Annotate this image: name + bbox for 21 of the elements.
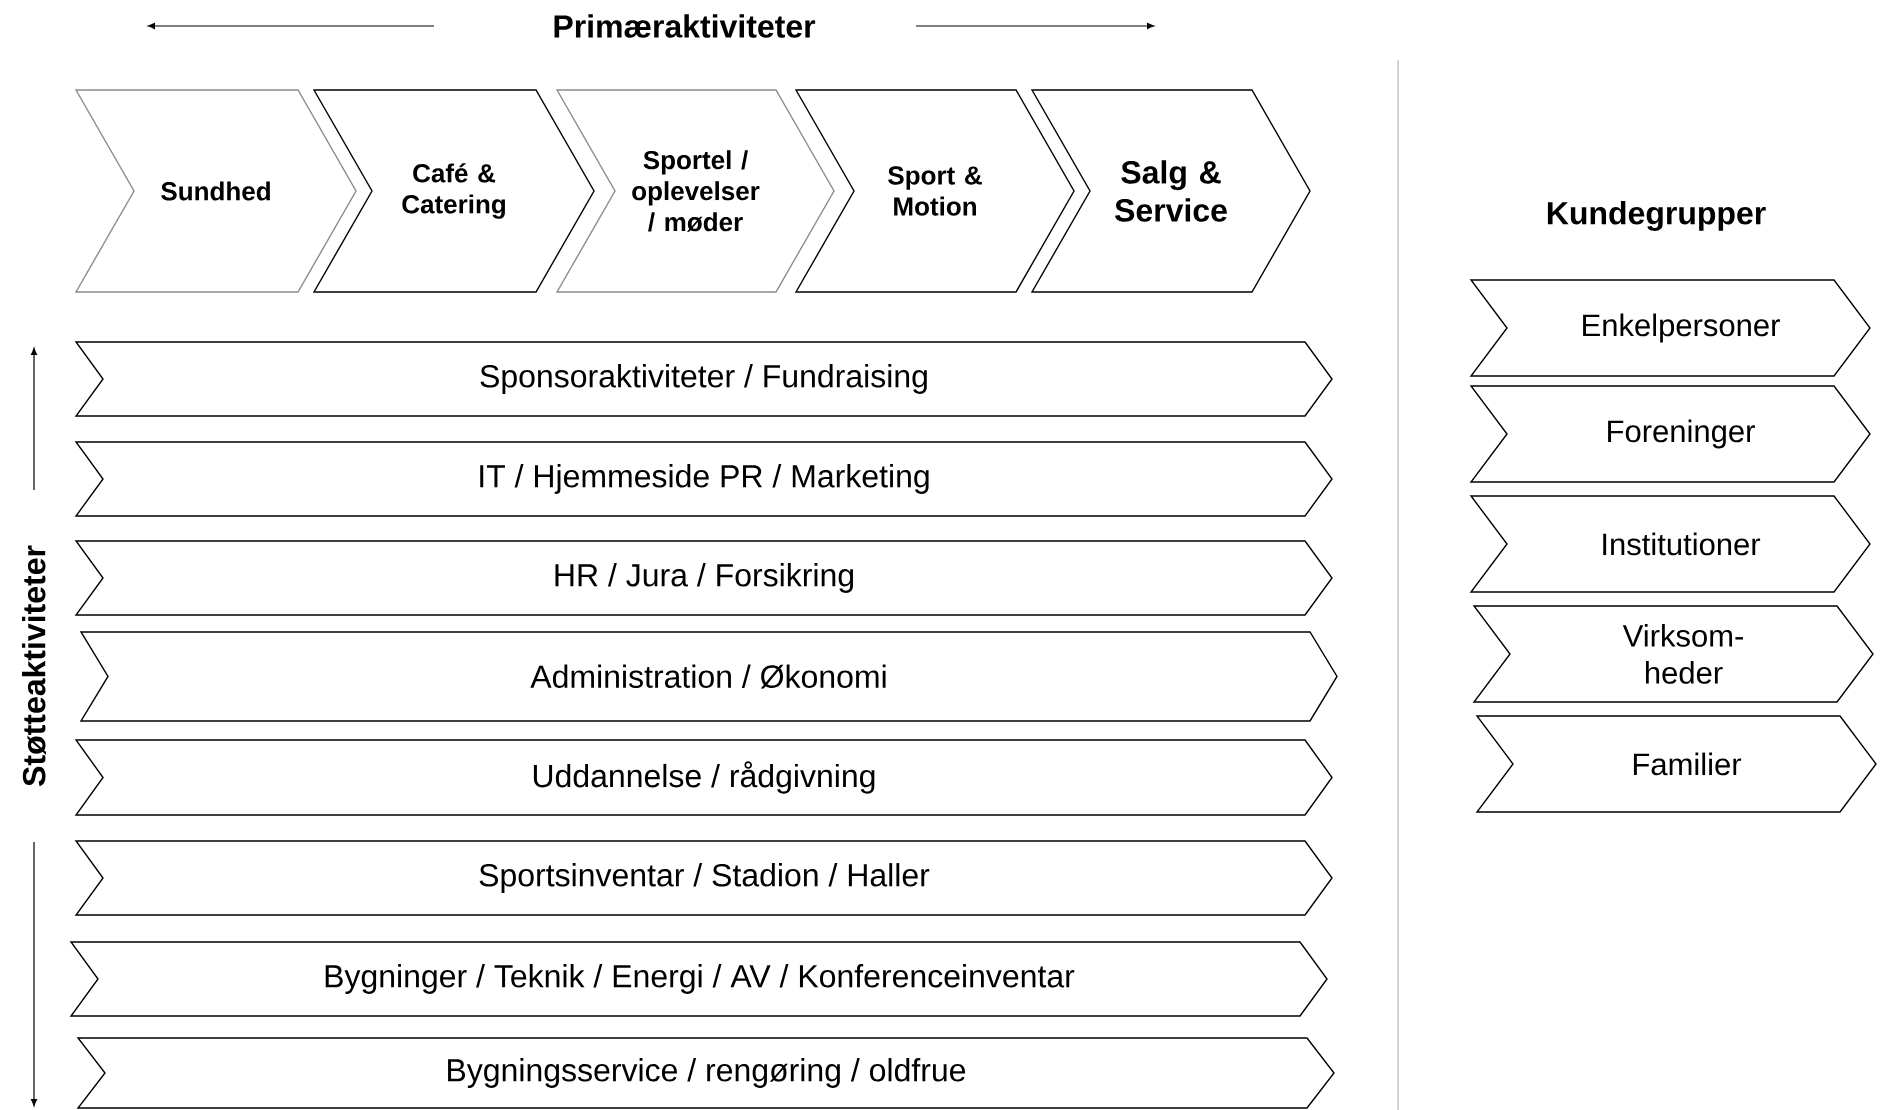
support-band: Sportsinventar / Stadion / Haller <box>74 840 1333 916</box>
process-step: Salg & Service <box>1030 89 1311 293</box>
process-step: Sport & Motion <box>794 89 1075 293</box>
customer-tag: Institutioner <box>1469 495 1871 593</box>
support-band: Sponsoraktiviteter / Fundraising <box>74 341 1333 417</box>
process-step: Sundhed <box>74 89 357 293</box>
process-step: Sportel / oplevelser / møder <box>555 89 835 293</box>
process-step: Café & Catering <box>312 89 595 293</box>
support-band: Bygninger / Teknik / Energi / AV / Konferenceinventar <box>69 941 1328 1017</box>
support-band: Bygningsservice / rengøring / oldfrue <box>76 1037 1335 1109</box>
heading: Primæraktiviteter <box>554 14 816 38</box>
support-band: Administration / Økonomi <box>79 631 1338 722</box>
support-band: HR / Jura / Forsikring <box>74 540 1333 616</box>
side-heading: Støtteaktiviteter <box>22 545 47 786</box>
customer-tag: Familier <box>1475 715 1877 813</box>
heading: Kundegrupper <box>1547 201 1766 231</box>
customer-tag: Enkelpersoner <box>1469 279 1871 377</box>
support-band: Uddannelse / rådgivning <box>74 739 1333 816</box>
customer-tag: Foreninger <box>1469 385 1871 483</box>
support-band: IT / Hjemmeside PR / Marketing <box>74 441 1333 517</box>
customer-tag: Virksom- heder <box>1472 605 1874 703</box>
